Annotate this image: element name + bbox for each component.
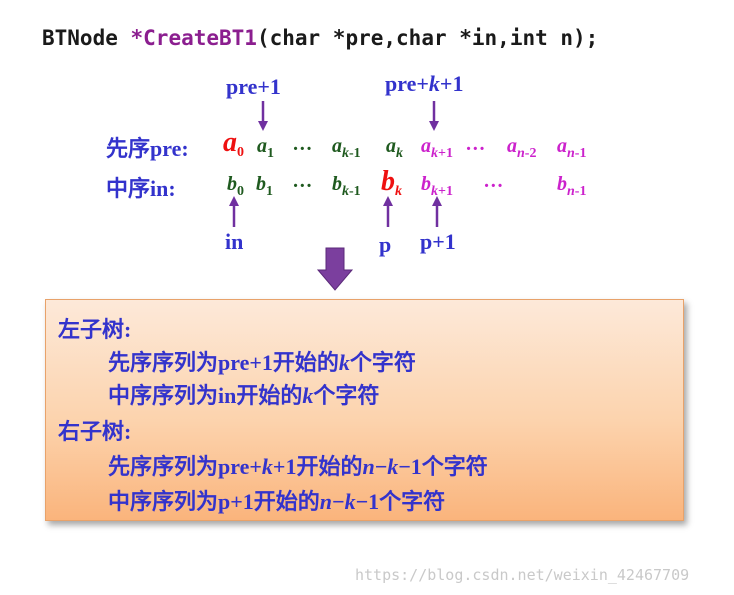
explanation-box: 左子树: 先序序列为pre+1开始的k个字符 中序序列为in开始的k个字符 右子… (45, 299, 684, 521)
in-b0: b0 (227, 173, 244, 199)
right-subtree-title: 右子树: (58, 419, 132, 444)
code-function-name: *CreateBT1 (130, 26, 257, 50)
pre-a1: a1 (257, 135, 274, 161)
pre-ak: ak (386, 135, 403, 161)
pre-ellipsis-1: … (293, 133, 313, 155)
code-signature: BTNode *CreateBT1(char *pre,char *in,int… (42, 26, 598, 50)
in-bn-1: bn-1 (557, 173, 587, 199)
label-p-plus-1: p+1 (420, 229, 456, 254)
in-ellipsis-1: … (293, 170, 313, 192)
in-bk-1: bk-1 (332, 173, 361, 199)
left-subtree-preorder: 先序序列为pre+1开始的k个字符 (108, 350, 416, 375)
in-bk: bk (381, 166, 402, 199)
pre-an-1: an-1 (557, 135, 587, 161)
label-pre-plus-1: pre+1 (226, 74, 281, 99)
big-down-arrow (316, 247, 354, 291)
label-p: p (379, 232, 392, 257)
label-preorder: 先序pre: (106, 136, 189, 161)
pre-ak+1: ak+1 (421, 135, 453, 161)
watermark: https://blog.csdn.net/weixin_42467709 (355, 566, 690, 584)
right-subtree-preorder: 先序序列为pre+k+1开始的n−k−1个字符 (108, 454, 488, 479)
pre-a0: a0 (223, 127, 244, 160)
in-ellipsis-2: … (484, 170, 504, 192)
label-pre-plus-k-plus-1: pre+k+1 (385, 71, 464, 96)
in-bk+1: bk+1 (421, 173, 453, 199)
label-inorder: 中序in: (106, 176, 176, 201)
pre-ak-1: ak-1 (332, 135, 361, 161)
pre-an-2: an-2 (507, 135, 537, 161)
pre-ellipsis-2: … (466, 133, 486, 155)
in-b1: b1 (256, 173, 273, 199)
code-return-type: BTNode (42, 26, 131, 50)
left-subtree-title: 左子树: (58, 317, 132, 342)
left-subtree-inorder: 中序序列为in开始的k个字符 (108, 383, 380, 408)
right-subtree-inorder: 中序序列为p+1开始的n−k−1个字符 (108, 489, 446, 514)
code-arguments: (char *pre,char *in,int n); (256, 26, 599, 50)
label-in: in (225, 229, 244, 254)
